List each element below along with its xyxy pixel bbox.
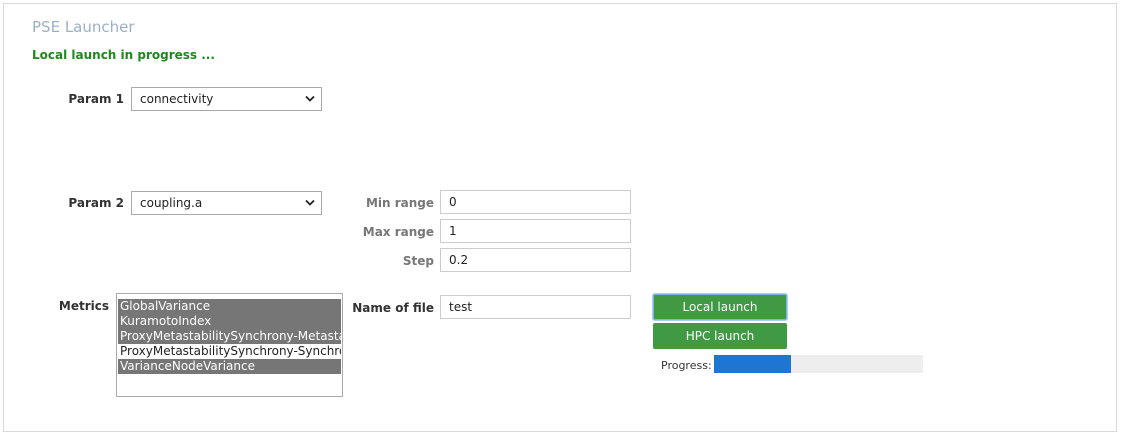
hpc-launch-button[interactable]: HPC launch <box>653 323 787 349</box>
step-input[interactable]: 0.2 <box>440 248 631 272</box>
max-range-input[interactable]: 1 <box>440 219 631 243</box>
panel-title: PSE Launcher <box>32 18 135 36</box>
metric-option[interactable]: VarianceNodeVariance <box>118 359 341 374</box>
progress-label: Progress: <box>661 359 712 372</box>
status-message: Local launch in progress ... <box>32 48 215 62</box>
min-range-label: Min range <box>365 196 434 210</box>
metric-option[interactable]: KuramotoIndex <box>118 314 341 329</box>
metric-option[interactable]: ProxyMetastabilitySynchrony-Synchrony <box>120 344 341 358</box>
file-name-label: Name of file <box>352 301 434 315</box>
progress-bar <box>714 355 923 373</box>
step-label: Step <box>402 254 434 268</box>
metric-option[interactable]: GlobalVariance <box>118 299 341 314</box>
chevron-down-icon <box>305 95 315 102</box>
progress-fill <box>714 355 792 373</box>
param1-value: connectivity <box>140 92 214 106</box>
param1-label: Param 1 <box>68 92 124 106</box>
chevron-down-icon <box>305 199 315 206</box>
metric-option[interactable]: ProxyMetastabilitySynchrony-Metastabilit… <box>118 329 341 344</box>
param1-select[interactable]: connectivity <box>131 87 322 111</box>
max-range-label: Max range <box>362 225 434 239</box>
metrics-listbox[interactable]: GlobalVariance KuramotoIndex ProxyMetast… <box>116 293 343 397</box>
metrics-label: Metrics <box>58 299 109 313</box>
min-range-input[interactable]: 0 <box>440 190 631 214</box>
file-name-input[interactable]: test <box>440 295 631 319</box>
param2-value: coupling.a <box>140 196 203 210</box>
param2-select[interactable]: coupling.a <box>131 191 322 215</box>
pse-launcher-panel: PSE Launcher Local launch in progress ..… <box>3 3 1117 432</box>
local-launch-button[interactable]: Local launch <box>653 294 787 320</box>
param2-label: Param 2 <box>68 196 124 210</box>
